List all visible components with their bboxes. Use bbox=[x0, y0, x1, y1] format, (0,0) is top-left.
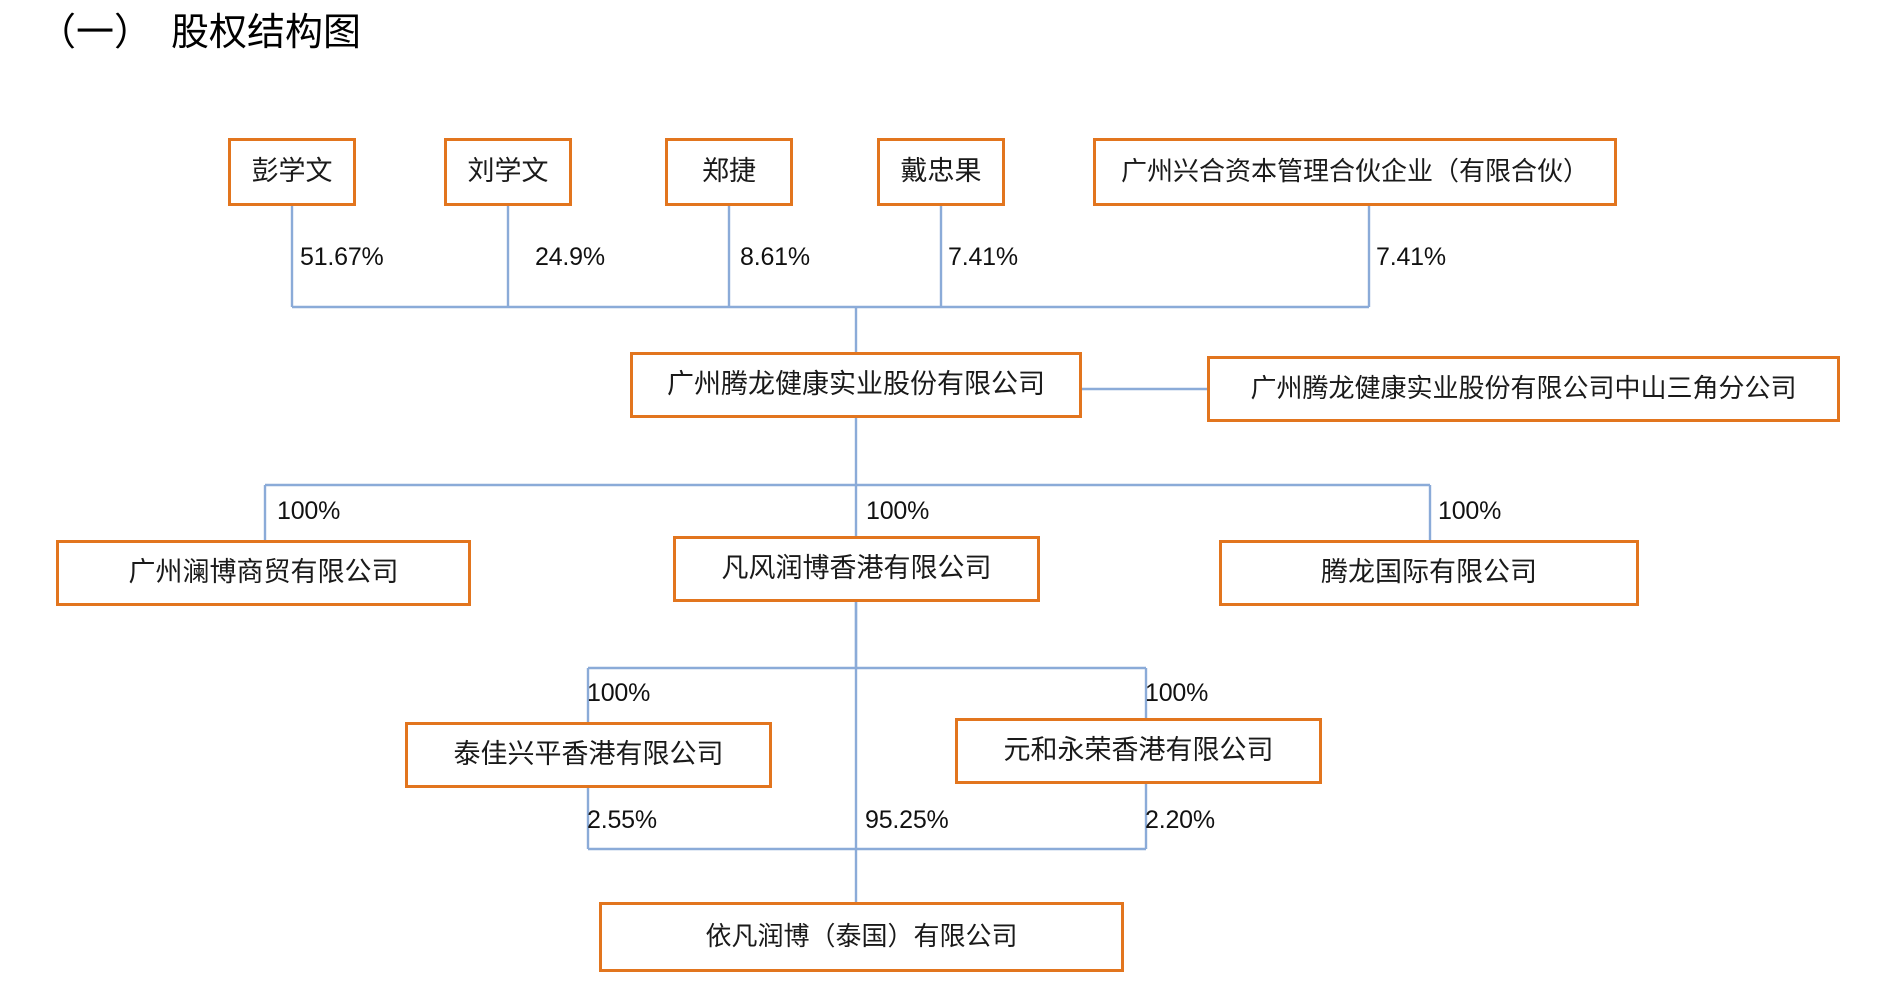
node-liu-xuewen[interactable]: 刘学文 bbox=[444, 138, 572, 206]
node-yifan-runbo-thai[interactable]: 依凡润博（泰国）有限公司 bbox=[599, 902, 1124, 972]
page-title: （一） 股权结构图 bbox=[38, 12, 362, 54]
edge-label-pct-thai-a: 2.55% bbox=[587, 806, 657, 834]
node-label: 郑捷 bbox=[702, 156, 756, 187]
node-label: 依凡润博（泰国）有限公司 bbox=[705, 922, 1018, 952]
node-label: 广州兴合资本管理合伙企业（有限合伙） bbox=[1120, 157, 1589, 187]
node-label: 广州澜博商贸有限公司 bbox=[128, 557, 399, 588]
edge-label-pct-fanfeng: 100% bbox=[866, 497, 930, 525]
edge-label-pct-zheng: 8.61% bbox=[740, 243, 810, 271]
node-label: 元和永荣香港有限公司 bbox=[1003, 735, 1274, 766]
edge-label-pct-dai: 7.41% bbox=[948, 243, 1018, 271]
edge-label-pct-lanbo: 100% bbox=[277, 497, 341, 525]
edge-label-pct-thai-c: 2.20% bbox=[1145, 806, 1215, 834]
node-label: 广州腾龙健康实业股份有限公司 bbox=[667, 369, 1045, 400]
node-zheng-jie[interactable]: 郑捷 bbox=[665, 138, 793, 206]
node-xinghe-capital[interactable]: 广州兴合资本管理合伙企业（有限合伙） bbox=[1093, 138, 1617, 206]
node-label: 广州腾龙健康实业股份有限公司中山三角分公司 bbox=[1250, 374, 1797, 404]
node-lanbo-trading[interactable]: 广州澜博商贸有限公司 bbox=[56, 540, 471, 606]
node-yuanhe-yongrong-hk[interactable]: 元和永荣香港有限公司 bbox=[955, 718, 1322, 784]
edge-label-pct-yuanhe: 100% bbox=[1145, 679, 1209, 707]
node-tenglong-branch[interactable]: 广州腾龙健康实业股份有限公司中山三角分公司 bbox=[1207, 356, 1840, 422]
node-taijia-xingping-hk[interactable]: 泰佳兴平香港有限公司 bbox=[405, 722, 772, 788]
node-label: 戴忠果 bbox=[900, 156, 982, 187]
edge-label-pct-taijia: 100% bbox=[587, 679, 651, 707]
node-label: 凡风润博香港有限公司 bbox=[721, 553, 992, 584]
edge-label-pct-peng: 51.67% bbox=[300, 243, 384, 271]
node-peng-xuewen[interactable]: 彭学文 bbox=[228, 138, 356, 206]
node-fanfeng-runbo-hk[interactable]: 凡风润博香港有限公司 bbox=[673, 536, 1040, 602]
node-label: 腾龙国际有限公司 bbox=[1321, 557, 1537, 588]
edge-label-pct-intl: 100% bbox=[1438, 497, 1502, 525]
node-label: 彭学文 bbox=[251, 156, 333, 187]
node-label: 泰佳兴平香港有限公司 bbox=[453, 739, 724, 770]
node-dai-zhongguo[interactable]: 戴忠果 bbox=[877, 138, 1005, 206]
node-tenglong-intl[interactable]: 腾龙国际有限公司 bbox=[1219, 540, 1639, 606]
node-tenglong-main[interactable]: 广州腾龙健康实业股份有限公司 bbox=[630, 352, 1082, 418]
node-label: 刘学文 bbox=[467, 156, 549, 187]
edge-label-pct-thai-b: 95.25% bbox=[865, 806, 949, 834]
edge-label-pct-xinghe: 7.41% bbox=[1376, 243, 1446, 271]
edge-label-pct-liu: 24.9% bbox=[535, 243, 605, 271]
